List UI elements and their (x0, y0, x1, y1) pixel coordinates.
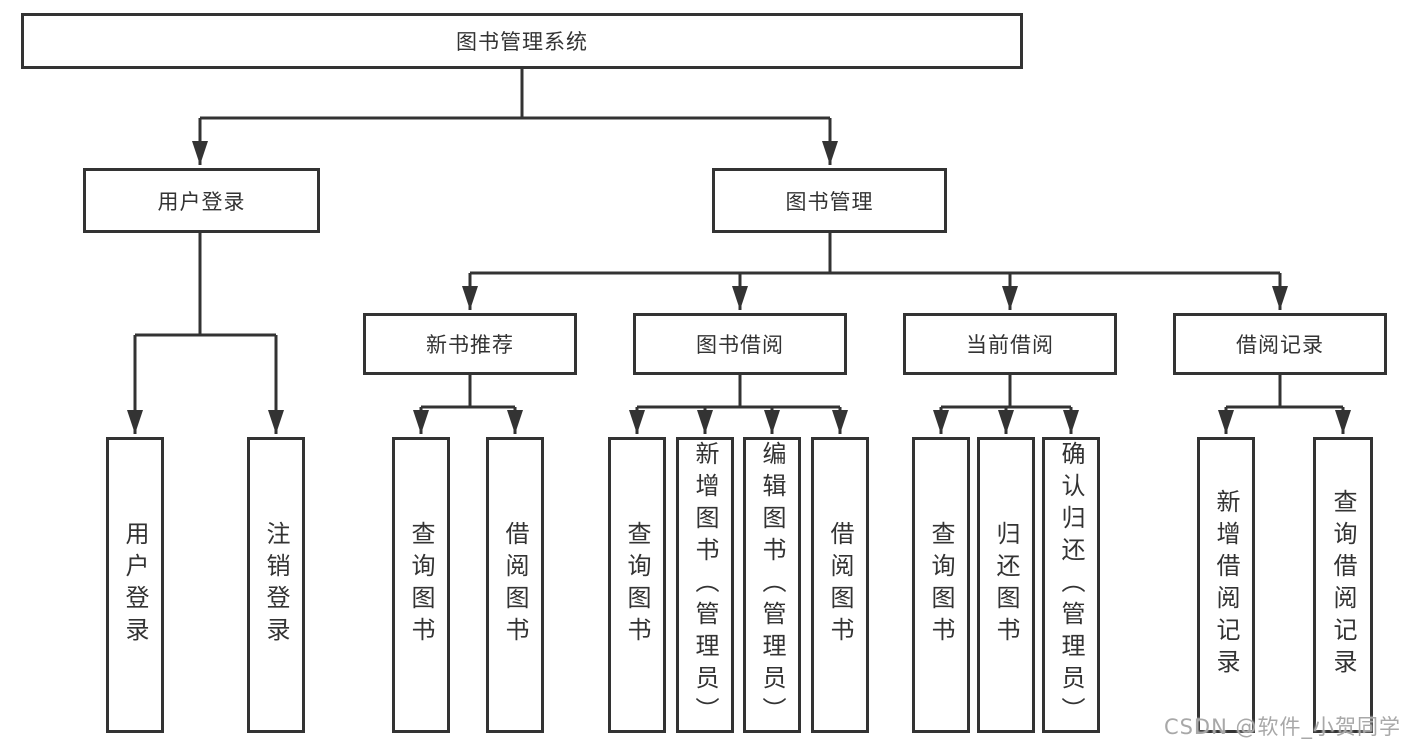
node-label: 新书推荐 (426, 333, 514, 357)
leaf-label: 查询借阅记录 (1329, 489, 1357, 681)
leaf-label: 借阅图书 (501, 521, 529, 649)
leaf-label: 归还图书 (992, 521, 1020, 649)
wire-new-book-rec-trunk (421, 375, 515, 409)
leaf-user-login: 用户登录 (106, 437, 164, 733)
node-label: 用户登录 (157, 189, 246, 214)
node-label: 图书借阅 (696, 333, 784, 357)
node-library-management-system: 图书管理系统 (21, 13, 1023, 69)
leaf-query-borrow-record: 查询借阅记录 (1313, 437, 1373, 733)
leaf-edit-books-admin: 编辑图书（管理员） (743, 437, 801, 733)
leaf-label: 确认归还（管理员） (1057, 441, 1085, 729)
leaf-label: 查询图书 (927, 521, 955, 649)
leaf-confirm-return-admin: 确认归还（管理员） (1042, 437, 1100, 733)
node-label: 图书管理系统 (456, 30, 588, 54)
leaf-label: 借阅图书 (826, 521, 854, 649)
wire-user-login-trunk (135, 233, 276, 337)
leaf-add-borrow-record: 新增借阅记录 (1197, 437, 1255, 733)
wire-book-borrow-trunk (637, 375, 840, 409)
node-current-borrowing: 当前借阅 (903, 313, 1117, 375)
node-borrowing-records: 借阅记录 (1173, 313, 1387, 375)
leaf-borrow-books-recommend: 借阅图书 (486, 437, 544, 733)
leaf-label: 编辑图书（管理员） (758, 441, 786, 729)
node-book-management: 图书管理 (712, 168, 947, 233)
node-user-login: 用户登录 (83, 168, 320, 233)
leaf-query-books-borrowing: 查询图书 (608, 437, 666, 733)
leaf-query-books-recommend: 查询图书 (392, 437, 450, 733)
leaf-query-books-current: 查询图书 (912, 437, 970, 733)
node-label: 当前借阅 (966, 333, 1054, 357)
leaf-logout: 注销登录 (247, 437, 305, 733)
leaf-return-books: 归还图书 (977, 437, 1035, 733)
leaf-label: 新增图书（管理员） (691, 441, 719, 729)
node-label: 借阅记录 (1236, 333, 1324, 357)
leaf-label: 新增借阅记录 (1212, 489, 1240, 681)
node-new-book-recommend: 新书推荐 (363, 313, 577, 375)
wire-borrow-record-trunk (1226, 375, 1343, 409)
leaf-borrow-books: 借阅图书 (811, 437, 869, 733)
leaf-label: 用户登录 (121, 521, 149, 649)
node-book-borrowing: 图书借阅 (633, 313, 847, 375)
wire-root-trunk (200, 69, 830, 120)
leaf-label: 注销登录 (262, 521, 290, 649)
leaf-add-books-admin: 新增图书（管理员） (676, 437, 734, 733)
wire-current-borrow-trunk (941, 375, 1071, 409)
leaf-label: 查询图书 (407, 521, 435, 649)
wire-book-mgmt-trunk (470, 233, 1280, 275)
leaf-label: 查询图书 (623, 521, 651, 649)
csdn-watermark: CSDN @软件_小贺同学 (1163, 715, 1401, 739)
node-label: 图书管理 (785, 189, 874, 214)
